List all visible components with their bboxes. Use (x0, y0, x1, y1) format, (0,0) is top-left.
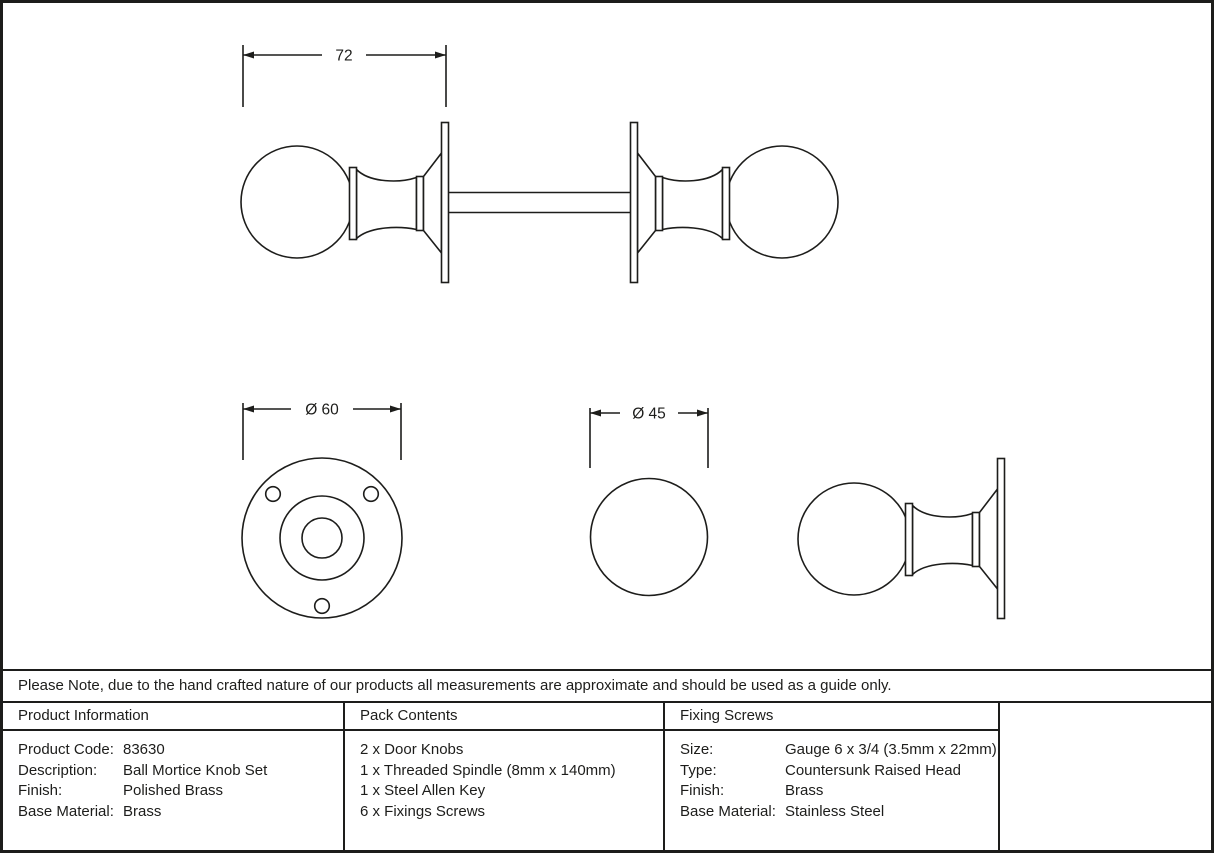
table-row: Size: Gauge 6 x 3/4 (3.5mm x 22mm) (680, 740, 998, 761)
table-row: Type: Countersunk Raised Head (680, 761, 998, 782)
left-knob-base-collar (415, 175, 425, 232)
field-label: Base Material: (680, 802, 776, 820)
list-item: 1 x Steel Allen Key (360, 782, 486, 799)
arrow-right-icon (390, 405, 401, 413)
field-label: Size: (680, 741, 714, 758)
field-label: Product Code: (18, 741, 114, 758)
right-knob-cone (636, 150, 657, 256)
arrow-right-icon (435, 51, 446, 59)
product-information-cell: Product Code: 83630 Description: Ball Mo… (3, 731, 345, 850)
field-value: Brass (123, 802, 162, 820)
profile-knob-ball (797, 482, 911, 596)
field-value: Polished Brass (123, 782, 224, 799)
profile-knob-neck (911, 503, 974, 577)
right-knob (629, 121, 839, 284)
left-knob-ball (240, 145, 354, 259)
pack-contents-header: Pack Contents (345, 703, 665, 731)
left-rose-plate (440, 121, 450, 284)
product-information-header: Product Information (3, 703, 345, 731)
right-knob-base-collar (654, 175, 664, 232)
empty-body-cell (1000, 731, 1211, 850)
left-knob-collar (348, 166, 358, 241)
table-row: Base Material: Brass (18, 802, 343, 823)
profile-rose-plate (996, 457, 1006, 620)
fixing-screws-header: Fixing Screws (665, 703, 1000, 731)
profile-knob-collar (904, 502, 914, 577)
field-label: Finish: (680, 782, 725, 799)
dimension-45-label: Ø 45 (632, 406, 666, 423)
arrow-left-icon (243, 51, 254, 59)
left-knob (240, 121, 450, 284)
table-row: Base Material: Stainless Steel (680, 802, 998, 823)
field-value: Gauge 6 x 3/4 (3.5mm x 22mm) (785, 741, 997, 758)
pack-contents-cell: 2 x Door Knobs 1 x Threaded Spindle (8mm… (345, 731, 665, 850)
rose-screw-hole (313, 597, 331, 615)
drawing-canvas: 72 (240, 45, 1006, 620)
profile-knob-base-collar (971, 511, 981, 568)
spindle (448, 191, 631, 214)
dimension-60: Ø 60 (242, 402, 402, 460)
arrow-left-icon (243, 405, 254, 413)
note-row: Please Note, due to the hand crafted nat… (3, 669, 1211, 703)
rose-screw-hole (362, 485, 380, 503)
rose-spindle-hole (301, 517, 343, 559)
field-label: Base Material: (18, 802, 114, 820)
rose-screw-hole (264, 485, 282, 503)
field-value: 83630 (123, 741, 165, 758)
table-row: Finish: Polished Brass (18, 781, 343, 802)
table-row: Finish: Brass (680, 781, 998, 802)
field-value: Stainless Steel (785, 802, 885, 820)
profile-knob-cone (978, 486, 999, 592)
right-knob-neck (661, 167, 724, 241)
table-row: Description: Ball Mortice Knob Set (18, 761, 343, 782)
list-item: 6 x Fixings Screws (360, 802, 486, 820)
left-knob-cone (422, 150, 443, 256)
knob-assembly-side-view: 72 (240, 45, 839, 284)
dimension-45: Ø 45 (589, 406, 709, 468)
field-value: Ball Mortice Knob Set (123, 761, 268, 779)
knob-front-view: Ø 45 (589, 406, 709, 597)
field-label: Description: (18, 761, 98, 779)
dimension-72: 72 (242, 45, 447, 107)
rose-inner-ring (279, 495, 365, 581)
list-item: 1 x Threaded Spindle (8mm x 140mm) (360, 761, 616, 779)
dimension-60-label: Ø 60 (305, 402, 339, 419)
fixing-screws-cell: Size: Gauge 6 x 3/4 (3.5mm x 22mm) Type:… (665, 731, 1000, 850)
rose-front-view: Ø 60 (241, 402, 403, 619)
knob-profile-view (797, 457, 1006, 620)
rose-outer-circle (241, 457, 403, 619)
field-value: Brass (785, 782, 824, 799)
arrow-right-icon (697, 409, 708, 417)
field-label: Type: (680, 761, 717, 779)
list-item: 2 x Door Knobs (360, 741, 464, 758)
right-knob-collar (721, 166, 731, 241)
field-value: Countersunk Raised Head (785, 761, 961, 779)
right-rose-plate (629, 121, 639, 284)
dimension-72-label: 72 (335, 48, 352, 65)
arrow-left-icon (590, 409, 601, 417)
right-knob-ball (725, 145, 839, 259)
note-text: Please Note, due to the hand crafted nat… (18, 677, 892, 694)
knob-face-circle (589, 477, 709, 597)
field-label: Finish: (18, 782, 63, 799)
left-knob-neck (355, 167, 418, 241)
table-row: Product Code: 83630 (18, 740, 343, 761)
empty-header-cell (1000, 703, 1211, 731)
